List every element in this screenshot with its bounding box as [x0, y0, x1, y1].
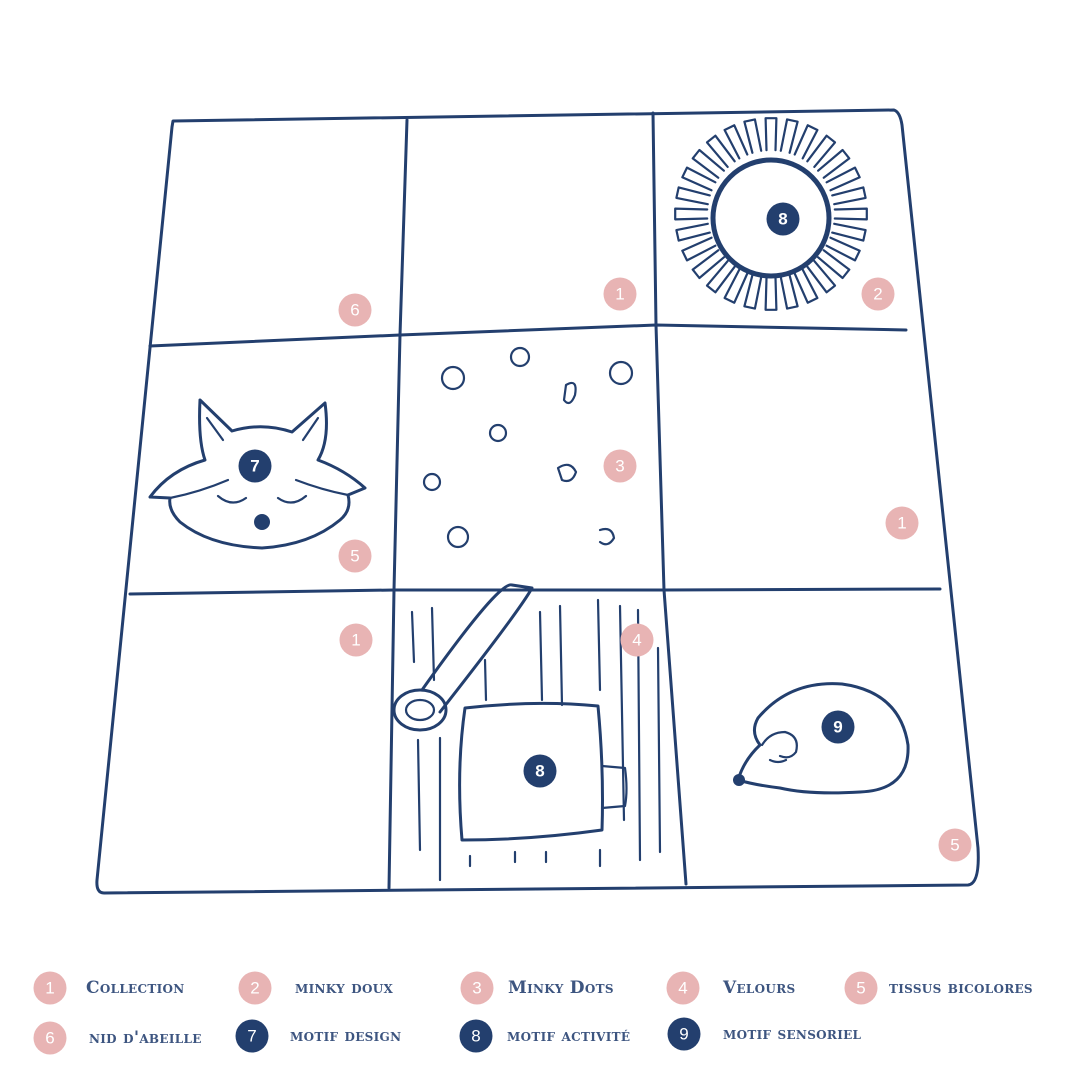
legend-badge-3: 3 [460, 971, 494, 1005]
marker-8: 5 [338, 539, 372, 573]
sun-ray [691, 249, 725, 280]
legend-badge-8: 8 [459, 1019, 493, 1053]
sun-ray [764, 276, 778, 311]
legend-badge-7: 7 [235, 1019, 269, 1053]
sun-ray [806, 260, 837, 294]
dots-pattern [422, 346, 634, 549]
marker-13: 5 [938, 828, 972, 862]
sun-ray [743, 274, 763, 310]
sun-ray [806, 134, 837, 168]
sun-ray [817, 148, 851, 179]
legend-badge-6: 6 [33, 1021, 67, 1055]
marker-7: 1 [885, 506, 919, 540]
legend-label-2: minky doux [295, 978, 394, 998]
sun-ray [691, 148, 725, 179]
marker-2: 1 [603, 277, 637, 311]
legend-label-1: Collection [86, 978, 185, 998]
grid-line-v1 [387, 118, 409, 890]
sun-ray [681, 236, 717, 262]
marker-5: 7 [238, 449, 272, 483]
sun-ray [764, 117, 778, 152]
hedgehog-icon [733, 682, 910, 795]
sun-ray [833, 207, 868, 221]
sun-ray [723, 124, 749, 160]
legend-badge-4: 4 [666, 971, 700, 1005]
sun-ray [705, 260, 736, 294]
mat-outline [95, 108, 980, 895]
marker-12: 9 [821, 710, 855, 744]
legend-badge-1: 1 [33, 971, 67, 1005]
legend-badge-5: 5 [844, 971, 878, 1005]
sun-ray [793, 268, 819, 304]
sun-ray [825, 236, 861, 262]
sun-ray [831, 186, 867, 206]
legend-label-9: motif sensoriel [723, 1024, 862, 1044]
marker-10: 4 [620, 623, 654, 657]
sun-ray [743, 118, 763, 154]
marker-6: 3 [603, 449, 637, 483]
sun-ray [831, 222, 867, 242]
marker-4: 6 [338, 293, 372, 327]
fox-face-icon [148, 398, 367, 550]
sun-ray [681, 166, 717, 192]
legend-badge-2: 2 [238, 971, 272, 1005]
legend-label-7: motif design [290, 1026, 402, 1046]
grid-line-v2 [651, 111, 688, 886]
legend-label-6: nid d'abeille [89, 1028, 202, 1048]
strap-pocket-icon [392, 583, 662, 882]
legend-label-3: Minky Dots [508, 978, 614, 998]
legend-label-4: Velours [723, 978, 796, 998]
sun-ray [779, 118, 799, 154]
grid-line-h1 [148, 323, 908, 348]
grid-line-h2 [128, 587, 942, 596]
sun-ray [674, 207, 709, 221]
marker-11: 8 [523, 754, 557, 788]
sun-ray [817, 249, 851, 280]
sun-ray [779, 274, 799, 310]
legend-label-8: motif activité [507, 1026, 631, 1046]
legend-label-5: tissus bicolores [889, 978, 1033, 998]
marker-9: 1 [339, 623, 373, 657]
marker-1: 8 [766, 202, 800, 236]
marker-3: 2 [861, 277, 895, 311]
sun-ray [793, 124, 819, 160]
sun-ray [705, 134, 736, 168]
legend-badge-9: 9 [667, 1017, 701, 1051]
sun-ray [675, 222, 711, 242]
sun-ray [723, 268, 749, 304]
sun-ray [675, 186, 711, 206]
sun-ray [825, 166, 861, 192]
